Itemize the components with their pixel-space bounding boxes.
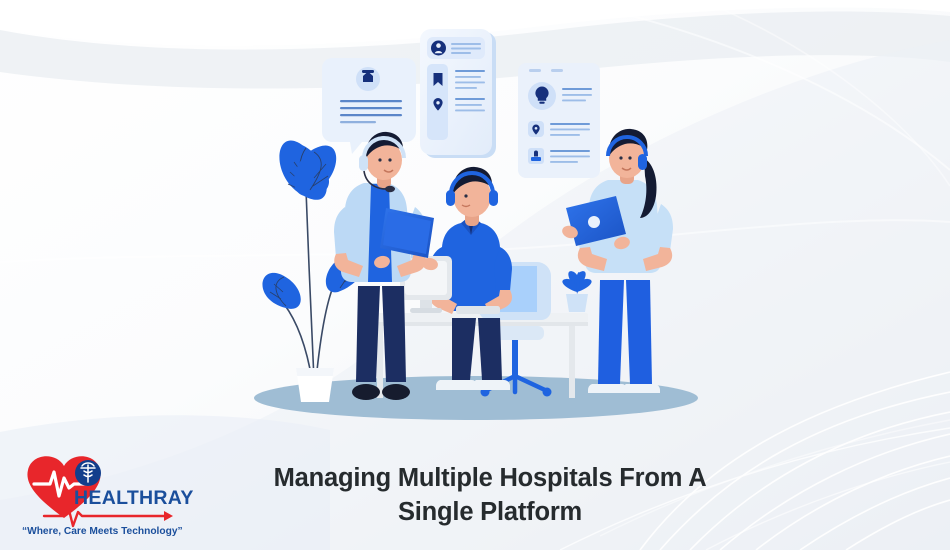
mouth — [621, 167, 632, 171]
arrow-right-icon — [164, 511, 173, 521]
hand — [562, 225, 578, 239]
bookmark-icon — [433, 73, 443, 86]
shoe — [435, 380, 476, 390]
monitor-stand — [420, 300, 432, 310]
desk-leg — [377, 326, 383, 398]
shoe — [623, 384, 660, 393]
arm — [577, 247, 607, 271]
healthray-logo[interactable]: HEALTHRAY “Where, Care Meets Technology” — [16, 440, 196, 540]
user-profile-icon — [431, 40, 446, 56]
illustration-stage — [254, 29, 698, 420]
torso — [439, 223, 503, 311]
caster — [542, 387, 552, 397]
card-center-document — [420, 29, 496, 158]
head — [609, 138, 645, 178]
sleeve — [334, 207, 352, 258]
eye — [464, 194, 468, 198]
desk-leg — [569, 326, 575, 398]
mic — [385, 185, 395, 193]
leg — [478, 318, 502, 380]
mouth — [383, 169, 394, 173]
card-left-speech-bubble — [322, 58, 416, 154]
pot — [296, 368, 334, 402]
hand — [374, 255, 390, 269]
monitor-base — [410, 308, 442, 313]
earcup — [638, 154, 647, 170]
eye — [628, 156, 632, 160]
eye — [388, 158, 392, 162]
brand-tagline: “Where, Care Meets Technology” — [22, 526, 183, 537]
heartbeat-line-icon — [32, 470, 92, 498]
leaf — [576, 278, 592, 292]
character-standing-right-agent — [562, 128, 673, 393]
tablet-screen-dot — [588, 216, 600, 228]
leg — [452, 318, 476, 380]
mic-boom — [363, 170, 387, 190]
headphones-icon — [449, 171, 495, 195]
hand — [614, 236, 630, 250]
headset-icon — [362, 136, 406, 159]
hospital-team-collaboration-illustration — [254, 29, 698, 420]
sleeve — [655, 204, 673, 251]
text-lines — [340, 100, 402, 124]
eye — [378, 158, 382, 162]
character-standing-left-agent — [334, 131, 438, 400]
earcup — [359, 155, 368, 171]
title-line-2: Single Platform — [397, 497, 583, 526]
headphones-icon — [606, 135, 648, 157]
eye — [619, 156, 623, 160]
chair-post — [512, 340, 518, 376]
sleeve — [494, 247, 512, 291]
brand-logo[interactable]: HEALTHRAY “Where, Care Meets Technology” — [16, 440, 196, 540]
potted-plant-small-desk — [562, 271, 592, 312]
stamp-approve-icon — [531, 150, 541, 161]
shoe — [382, 384, 410, 400]
leg — [626, 280, 652, 384]
text-lines — [550, 123, 590, 136]
card-right-report — [518, 63, 600, 178]
location-pin-icon — [433, 98, 443, 111]
location-pin-icon — [532, 124, 540, 135]
shoe — [352, 384, 380, 400]
arm — [334, 253, 363, 277]
caduceus-icon — [80, 462, 96, 483]
tablet-icon — [380, 208, 434, 258]
lightbulb-icon — [535, 86, 549, 104]
brand-wordmark: HEALTHRAY — [74, 487, 194, 509]
earcup — [489, 190, 498, 206]
title-line-1: Managing Multiple Hospitals From A — [273, 464, 707, 492]
head — [453, 175, 491, 217]
ponytail — [640, 158, 657, 218]
card-tab — [529, 69, 541, 72]
leaf — [576, 272, 581, 294]
pulse-arrow-line-icon — [42, 504, 166, 528]
hand — [422, 257, 438, 271]
arm — [397, 253, 426, 277]
shoe — [473, 380, 510, 390]
leg — [598, 280, 624, 384]
hair — [608, 128, 648, 156]
arm — [643, 247, 673, 271]
leg — [356, 286, 380, 382]
shoe — [587, 384, 626, 393]
hospital-building-icon — [363, 71, 373, 82]
page-title: Managing Multiple Hospitals From A Singl… — [240, 462, 740, 530]
text-lines — [455, 70, 485, 112]
leaf — [562, 278, 578, 292]
text-lines — [562, 88, 592, 102]
leg — [382, 286, 406, 382]
earcup — [446, 190, 455, 206]
mouth — [461, 204, 471, 208]
pot — [566, 294, 588, 312]
text-lines — [550, 150, 590, 163]
tablet-icon — [566, 196, 626, 246]
keyboard — [456, 306, 500, 314]
